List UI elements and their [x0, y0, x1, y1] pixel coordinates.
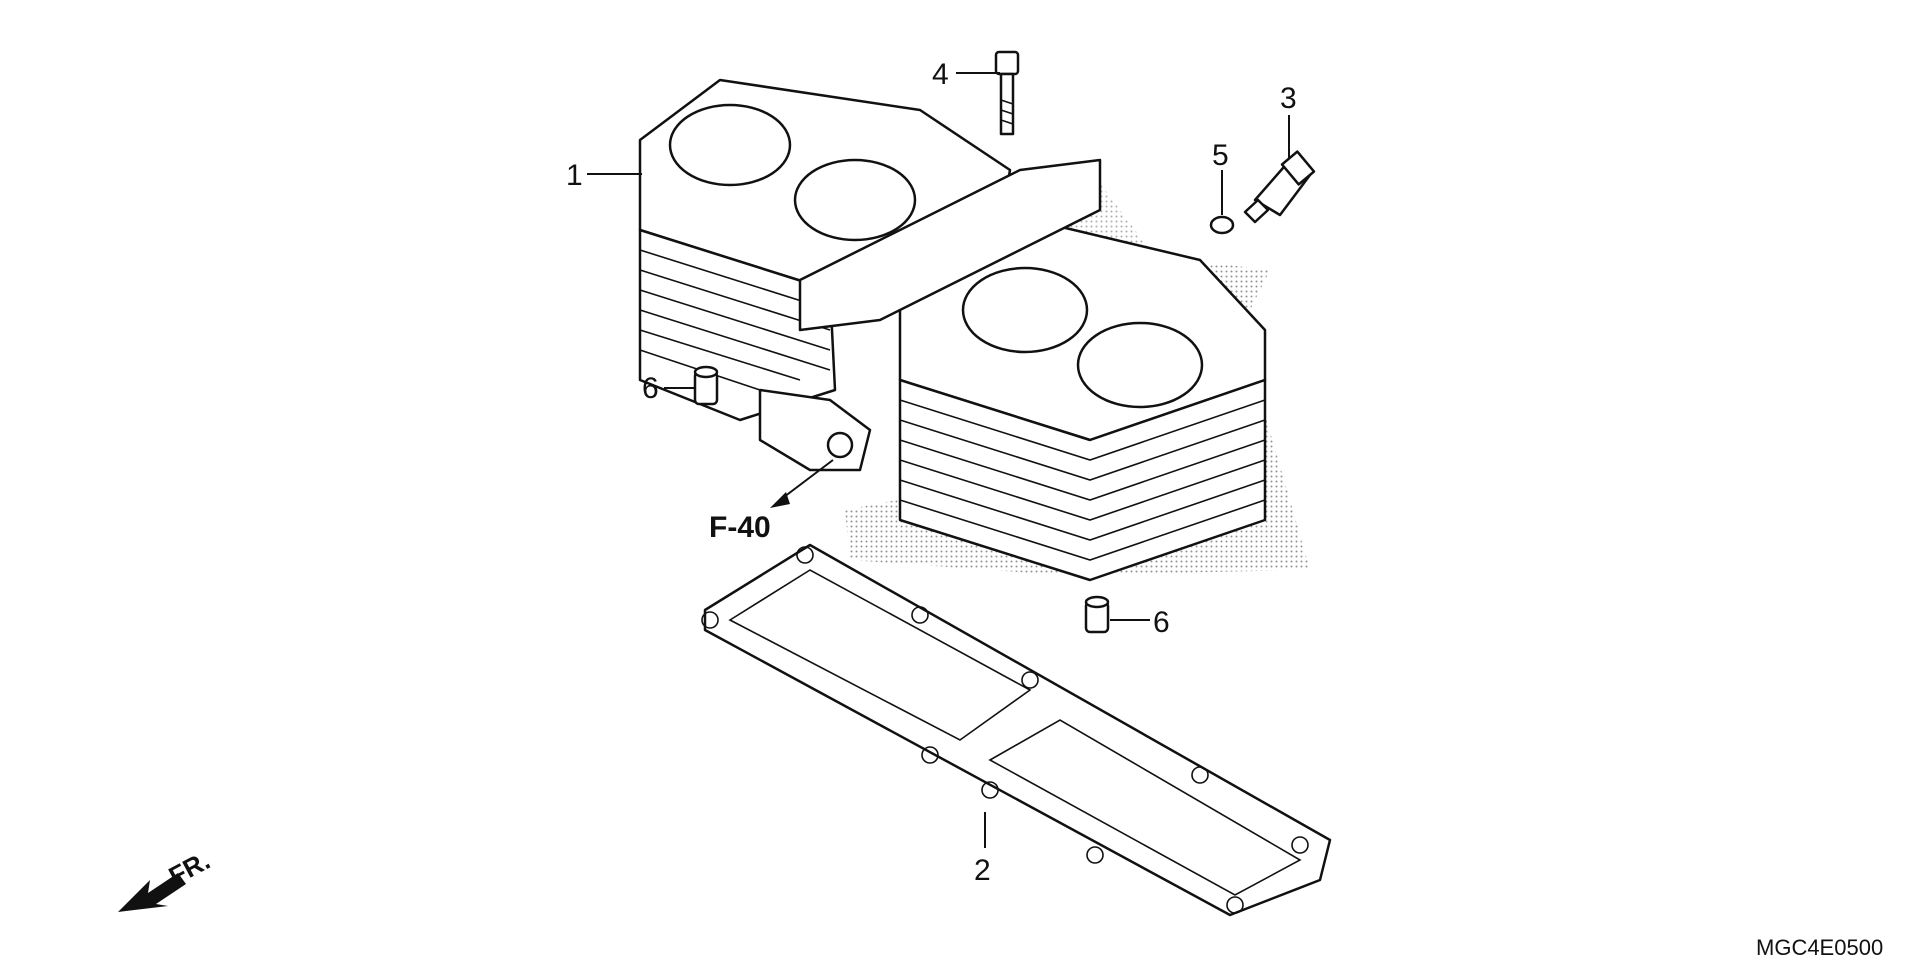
callout-1: 1 — [566, 159, 583, 192]
dowel-pin-upper[interactable] — [693, 365, 719, 406]
temperature-sensor[interactable] — [1243, 150, 1316, 224]
callout-2: 2 — [974, 854, 991, 887]
callout-6-upper: 6 — [642, 372, 659, 405]
cylinder-bore-4 — [1076, 321, 1204, 409]
gasket-holes — [701, 546, 1309, 914]
coolant-outlet — [758, 388, 872, 472]
callout-5: 5 — [1212, 139, 1229, 172]
cooling-fins-front — [899, 399, 1266, 561]
reference-label[interactable]: F-40 — [709, 511, 771, 544]
cylinder-base-gasket[interactable] — [701, 543, 1332, 917]
dowel-pin-lower[interactable] — [1084, 595, 1110, 634]
sealing-washer[interactable] — [1209, 215, 1235, 235]
drawing-code: MGC4E0500 — [1756, 935, 1883, 960]
callout-4: 4 — [932, 58, 949, 91]
cylinder-block[interactable] — [638, 78, 1267, 582]
cooling-fins-rear — [639, 249, 831, 391]
callout-3: 3 — [1280, 82, 1297, 115]
cylinder-bore-2 — [793, 158, 917, 242]
cylinder-bore-1 — [668, 103, 792, 187]
bolt[interactable] — [994, 50, 1020, 136]
leader-lines — [587, 72, 1290, 848]
front-direction-arrow — [118, 873, 186, 912]
cylinder-bore-3 — [961, 266, 1089, 354]
callout-6-lower: 6 — [1153, 606, 1170, 639]
